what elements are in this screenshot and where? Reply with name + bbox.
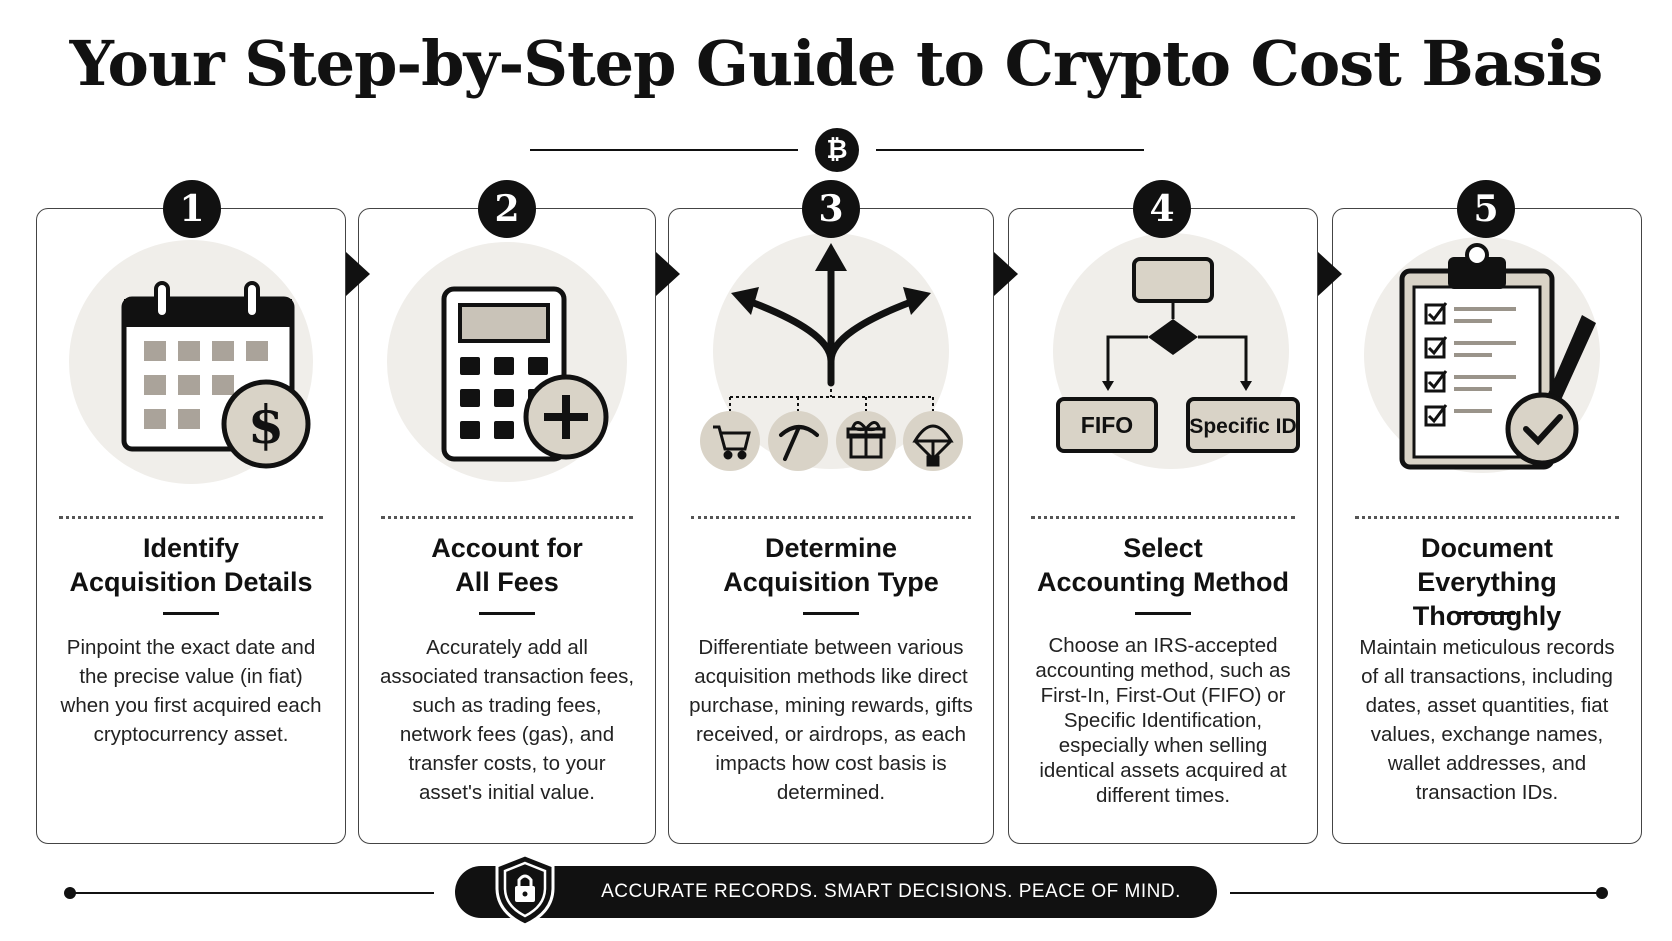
step-arrow-4 (1318, 252, 1342, 296)
heading-rule (479, 612, 535, 615)
step-number-3: 3 (802, 180, 860, 238)
shield-lock-icon (495, 853, 555, 927)
step-number-1: 1 (163, 180, 221, 238)
pickaxe-icon (779, 425, 819, 461)
step-description: Maintain meticulous records of all trans… (1359, 636, 1615, 804)
footer-rule-right (1230, 892, 1600, 894)
gift-icon (846, 421, 886, 459)
dotted-divider (59, 516, 323, 519)
flow-label-fifo: FIFO (1081, 412, 1133, 438)
step-description: Pinpoint the exact date and the precise … (60, 636, 322, 746)
svg-text:$: $ (248, 395, 284, 456)
dotted-divider (381, 516, 633, 519)
heading-rule (163, 612, 219, 615)
cart-icon (713, 425, 751, 460)
branching-arrows-icon (700, 233, 963, 471)
step-description: Choose an IRS-accepted accounting method… (1035, 634, 1291, 807)
step-description: Differentiate between various acquisitio… (689, 636, 973, 804)
parachute-icon (912, 424, 954, 467)
page-title: Your Step-by-Step Guide to Crypto Cost B… (69, 27, 1604, 100)
step-arrow-2 (656, 252, 680, 296)
bitcoin-icon: ₿ (815, 128, 859, 172)
dotted-divider (1355, 516, 1619, 519)
dotted-divider (691, 516, 971, 519)
step-number-2: 2 (478, 180, 536, 238)
flowchart-icon: FIFO Specific ID (1053, 233, 1300, 469)
heading-rule (1135, 612, 1191, 615)
footer-rule-left (70, 892, 434, 894)
heading-rule (1459, 612, 1515, 615)
flow-label-specific-id: Specific ID (1189, 415, 1296, 438)
footer-banner: ACCURATE RECORDS. SMART DECISIONS. PEACE… (455, 853, 1217, 927)
clipboard-check-icon (1364, 237, 1600, 473)
step-arrow-3 (994, 252, 1018, 296)
calendar-dollar-icon: $ (69, 240, 313, 484)
calculator-plus-icon (387, 242, 627, 482)
dotted-divider (1031, 516, 1295, 519)
title-rule-right (876, 149, 1144, 151)
step-arrow-1 (346, 252, 370, 296)
step-number-5: 5 (1457, 180, 1515, 238)
step-description: Accurately add all associated transactio… (379, 636, 635, 804)
footer-dot-right (1596, 887, 1608, 899)
title-rule-left (530, 149, 798, 151)
footer-tagline: ACCURATE RECORDS. SMART DECISIONS. PEACE… (601, 881, 1181, 902)
step-number-4: 4 (1133, 180, 1191, 238)
heading-rule (803, 612, 859, 615)
